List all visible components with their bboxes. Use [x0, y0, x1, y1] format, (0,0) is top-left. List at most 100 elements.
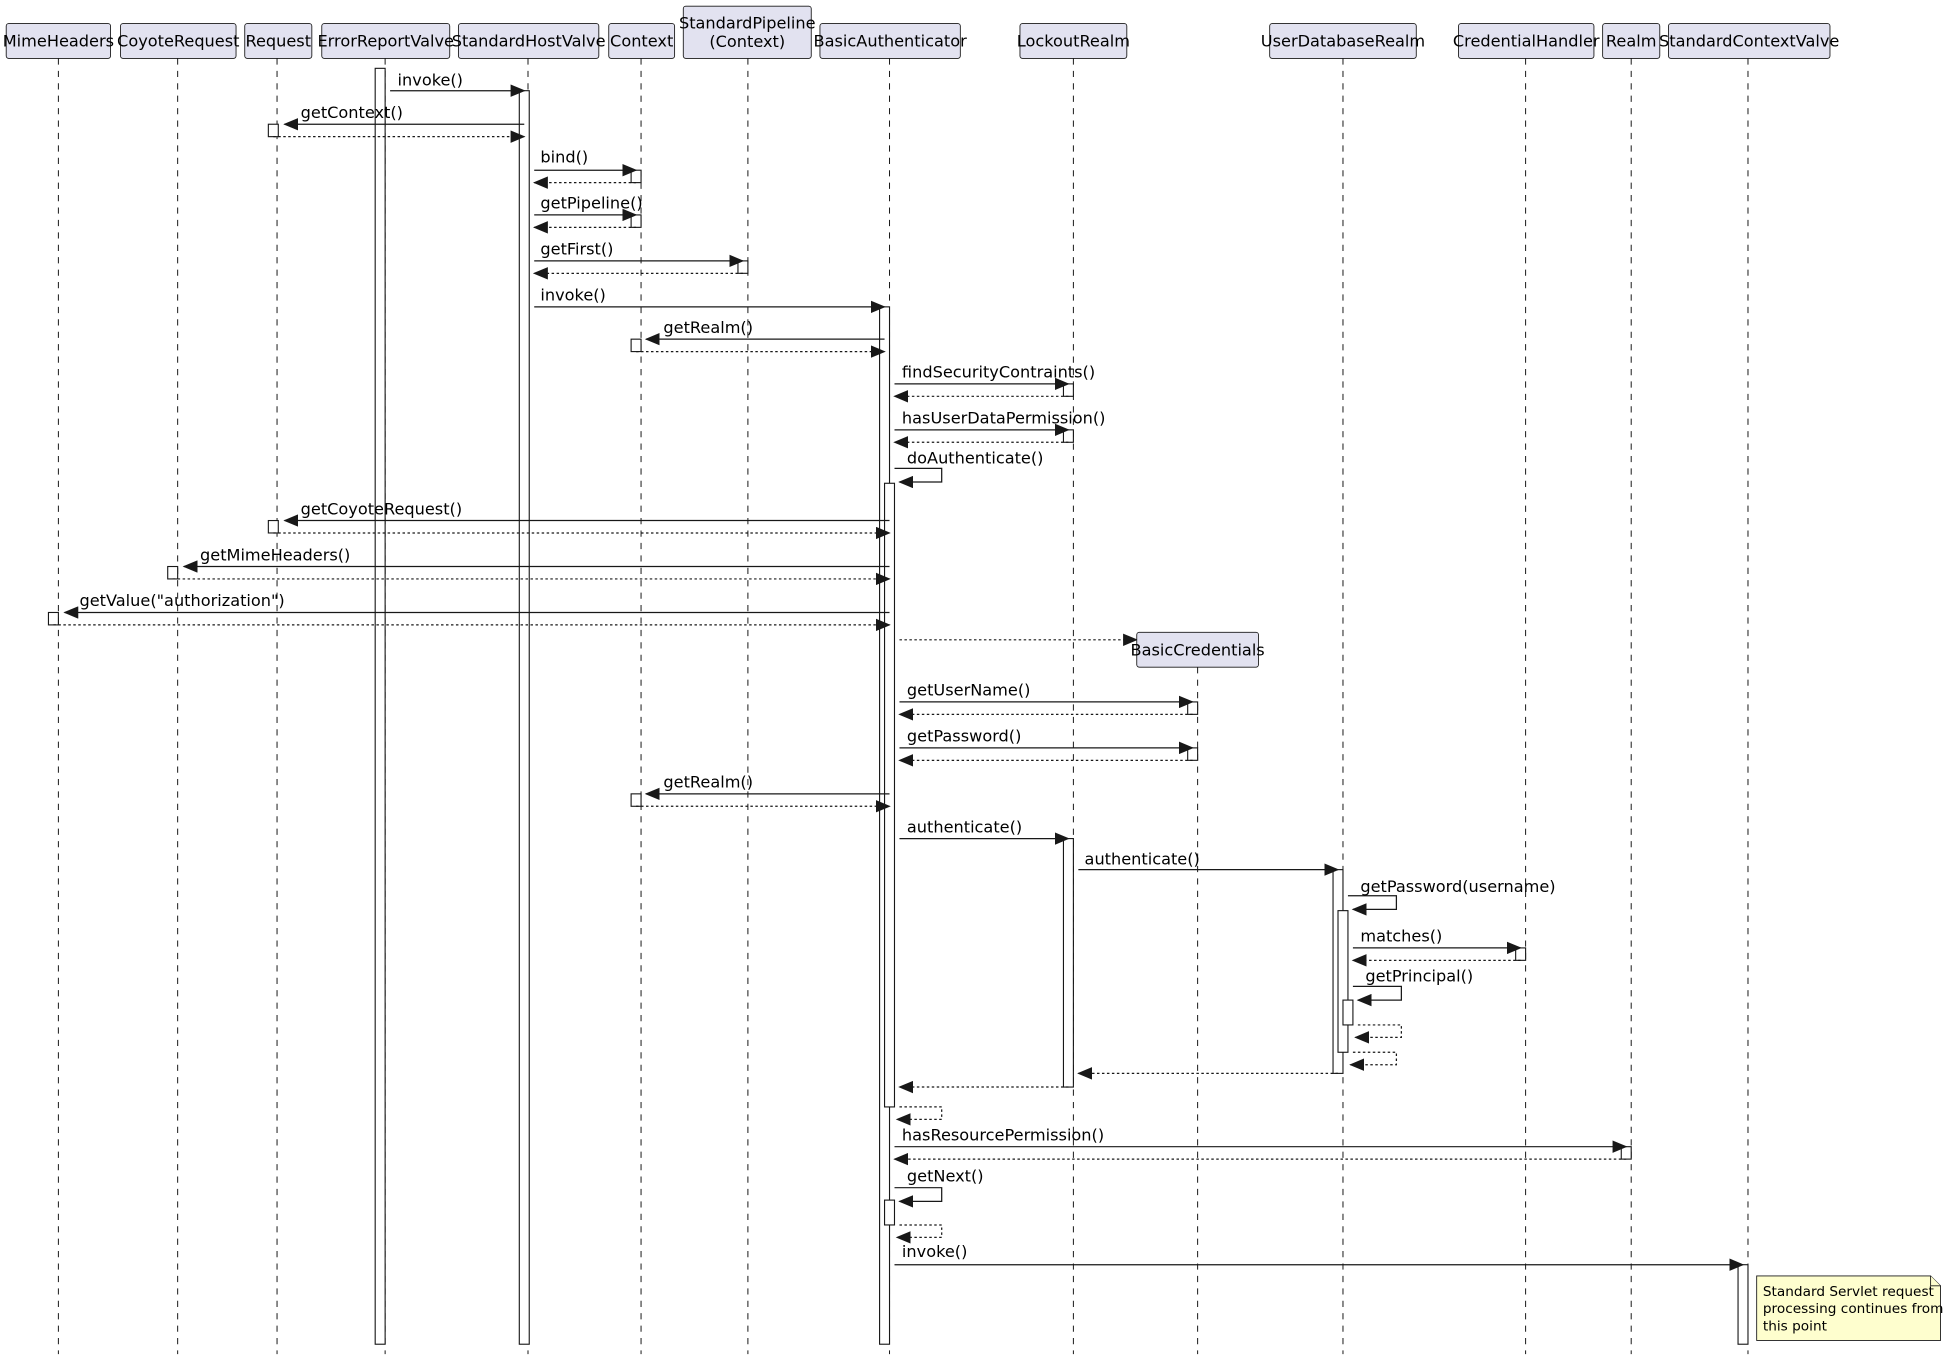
participant-label: BasicCredentials — [1131, 640, 1265, 659]
activation-bar — [267, 519, 279, 534]
participant-coyote: CoyoteRequest — [117, 23, 239, 59]
self-message-arrow — [894, 467, 943, 489]
participant-userdb: UserDatabaseRealm — [1261, 23, 1425, 59]
message: invoke() — [390, 71, 526, 97]
message: getPipeline() — [534, 194, 643, 222]
activation-bar — [883, 1199, 896, 1226]
message: findSecurityContraints() — [894, 363, 1095, 391]
message: getFirst() — [534, 240, 745, 268]
self-message-arrow — [1352, 985, 1402, 1007]
participant-pipeline: StandardPipeline(Context) — [679, 5, 816, 59]
participant-label: CoyoteRequest — [117, 32, 239, 51]
participant-box — [608, 23, 676, 59]
activation-bar — [374, 67, 386, 1345]
message-label: getCoyoteRequest() — [301, 499, 463, 518]
participant-label: Realm — [1606, 32, 1657, 51]
participant-box — [1019, 23, 1128, 59]
activation-bar — [1342, 999, 1354, 1026]
message-label: hasUserDataPermission() — [902, 409, 1106, 428]
message-label: invoke() — [540, 286, 605, 305]
message-label: authenticate() — [907, 817, 1022, 836]
participant-lockout: LockoutRealm — [1017, 23, 1130, 59]
message-label: getUserName() — [907, 681, 1031, 700]
participant-box — [1602, 23, 1661, 59]
activation-bar — [167, 565, 179, 580]
message-label: getRealm() — [663, 318, 753, 337]
participant-ctxvalve: StandardContextValve — [1659, 23, 1839, 59]
participant-box — [1269, 23, 1417, 59]
message-label: invoke() — [902, 1242, 967, 1261]
participant-box — [819, 23, 961, 59]
message: getCoyoteRequest() — [283, 499, 890, 527]
message: getValue("authorization") — [63, 591, 890, 619]
message: hasUserDataPermission() — [894, 409, 1106, 437]
message-label: getRealm() — [663, 773, 753, 792]
note-text: Standard Servlet request — [1763, 1284, 1935, 1300]
activation-bar — [1337, 910, 1349, 1053]
message-label: getFirst() — [540, 240, 613, 259]
activation-bar — [630, 793, 642, 807]
participant-box — [457, 23, 600, 59]
activation-bar — [630, 338, 642, 353]
message-label: hasResourcePermission() — [902, 1125, 1104, 1144]
participant-label: CredentialHandler — [1453, 32, 1600, 51]
participant-box — [120, 23, 237, 59]
message-label: bind() — [540, 148, 588, 167]
participant-label: Context — [610, 32, 673, 51]
message: getRealm() — [644, 773, 890, 801]
participant-label: ErrorReportValve — [317, 32, 454, 51]
participant-hostvalve: StandardHostValve — [452, 23, 606, 59]
participant-box — [1136, 631, 1259, 668]
activation-bar — [1737, 1264, 1749, 1345]
message: bind() — [534, 148, 638, 177]
participant-label: BasicAuthenticator — [814, 32, 968, 51]
message-label: authenticate() — [1085, 850, 1200, 869]
message-label: findSecurityContraints() — [902, 363, 1095, 382]
message: getNext() — [894, 1166, 984, 1208]
participant-label: StandardContextValve — [1659, 32, 1839, 51]
message-label: getValue("authorization") — [80, 591, 285, 610]
message: getPrincipal() — [1352, 966, 1473, 1007]
self-return-arrow — [895, 1224, 943, 1244]
message-label: getContext() — [301, 103, 403, 122]
activation-bar — [518, 90, 530, 1345]
activation-bars — [47, 67, 1749, 1345]
participant-box — [1668, 23, 1831, 59]
participant-label: StandardHostValve — [452, 32, 606, 51]
note-text: processing continues from — [1763, 1301, 1944, 1317]
message-label: getPassword(username) — [1360, 877, 1555, 896]
participant-box — [244, 23, 313, 59]
diagram-canvas: invoke() getContext() bind() getPipeline() g… — [3, 5, 1944, 1355]
participant-credhandler: CredentialHandler — [1453, 23, 1600, 59]
activation-bar — [630, 169, 642, 184]
message: getContext() — [283, 103, 525, 131]
message: invoke() — [534, 286, 886, 314]
note-fold — [1930, 1275, 1941, 1287]
activation-bar — [1062, 429, 1074, 443]
message: doAuthenticate() — [894, 448, 1044, 489]
activation-bar — [883, 482, 896, 1108]
participant-box — [1458, 23, 1595, 59]
message: matches() — [1352, 927, 1522, 955]
message-label: matches() — [1360, 927, 1442, 946]
message: getMimeHeaders() — [182, 545, 890, 573]
activation-bar — [1062, 838, 1074, 1088]
activation-bar — [1187, 701, 1199, 715]
activation-bar — [1620, 1146, 1632, 1160]
message: hasResourcePermission() — [894, 1125, 1628, 1153]
activation-bar — [267, 123, 279, 138]
message: getPassword() — [899, 727, 1194, 755]
participant-basicauth: BasicAuthenticator — [814, 23, 968, 59]
activation-bar — [1062, 383, 1074, 397]
participant-box — [682, 5, 812, 59]
message-label: doAuthenticate() — [907, 448, 1044, 467]
self-return-arrow — [895, 1106, 943, 1126]
self-message-arrow — [1347, 895, 1398, 916]
participant-label: Request — [245, 32, 311, 51]
participant-context: Context — [608, 23, 676, 59]
message: getRealm() — [644, 318, 885, 346]
self-return-arrow — [1354, 1024, 1402, 1044]
activation-bar — [47, 611, 59, 626]
